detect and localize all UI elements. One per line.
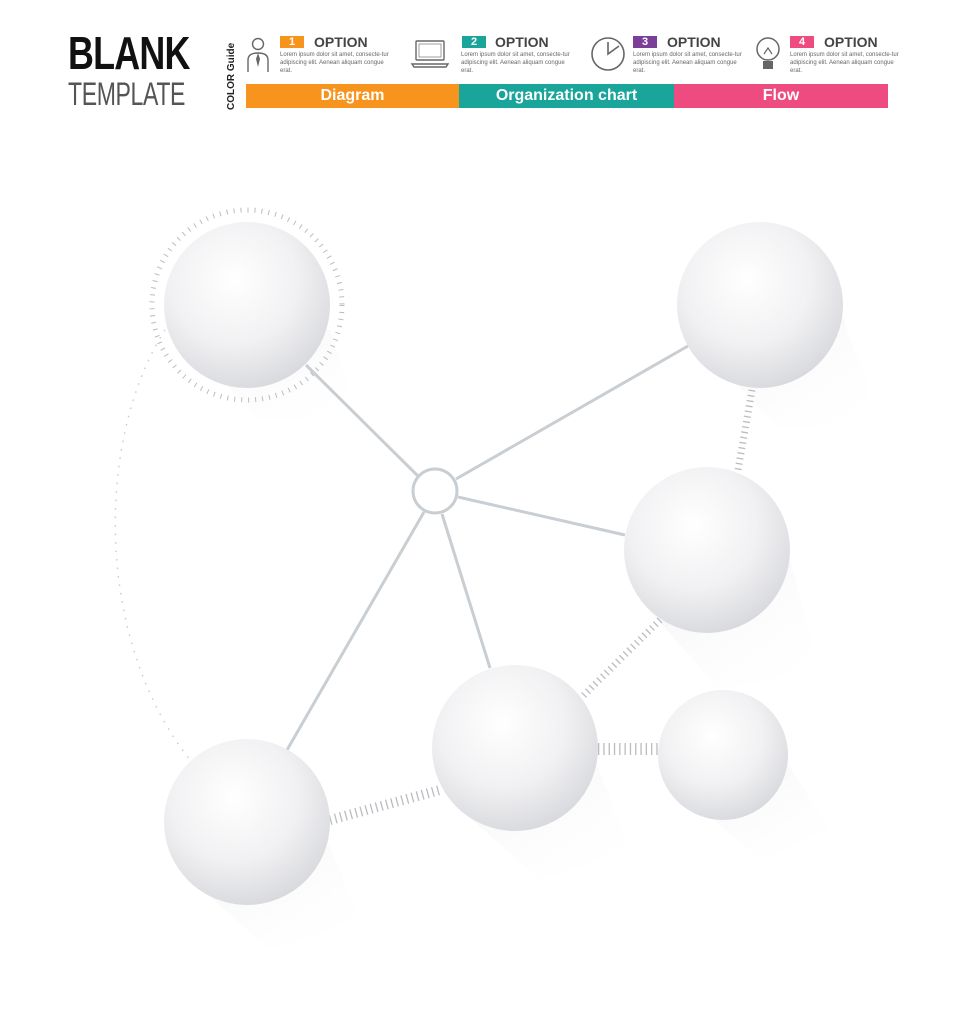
option-1-number: 1 bbox=[280, 36, 304, 48]
clock-icon bbox=[591, 37, 625, 71]
title-block: BLANK TEMPLATE bbox=[68, 30, 190, 110]
sphere-bottom-center bbox=[432, 665, 598, 831]
option-3-description: Lorem ipsum dolor sit amet, consecte-tur… bbox=[633, 52, 742, 74]
option-2-description: Lorem ipsum dolor sit amet, consecte-tur… bbox=[461, 52, 570, 74]
laptop-icon bbox=[410, 40, 450, 68]
tick-connector bbox=[579, 617, 663, 700]
tick-connector bbox=[734, 389, 756, 471]
option-4-number: 4 bbox=[790, 36, 814, 48]
tick-ring bbox=[149, 207, 345, 403]
connector-line bbox=[440, 513, 492, 669]
dashed-arc bbox=[114, 329, 191, 761]
option-2: 2 OPTION Lorem ipsum dolor sit amet, con… bbox=[410, 32, 570, 76]
option-1-title: OPTION bbox=[314, 34, 368, 50]
sphere-middle-right bbox=[624, 467, 790, 633]
option-2-number: 2 bbox=[462, 36, 486, 48]
option-4-description: Lorem ipsum dolor sit amet, consecte-tur… bbox=[790, 52, 899, 74]
connector-line bbox=[304, 363, 423, 481]
sphere-bottom-left bbox=[164, 739, 330, 905]
sphere-top-left bbox=[164, 222, 330, 388]
option-3-title: OPTION bbox=[667, 34, 721, 50]
sphere-bottom-right bbox=[658, 690, 788, 820]
category-flow: Flow bbox=[674, 84, 888, 108]
hub-node bbox=[411, 467, 459, 515]
lightbulb-icon bbox=[756, 37, 780, 69]
category-organization-chart: Organization chart bbox=[459, 84, 674, 108]
option-4-title: OPTION bbox=[824, 34, 878, 50]
option-2-title: OPTION bbox=[495, 34, 549, 50]
connector-line bbox=[285, 511, 426, 751]
connector-line bbox=[457, 495, 626, 537]
option-4: 4 OPTION Lorem ipsum dolor sit amet, con… bbox=[752, 32, 912, 76]
sphere-top-right bbox=[677, 222, 843, 388]
category-diagram: Diagram bbox=[246, 84, 459, 108]
option-1: 1 OPTION Lorem ipsum dolor sit amet, con… bbox=[244, 32, 404, 76]
option-3: 3 OPTION Lorem ipsum dolor sit amet, con… bbox=[589, 32, 749, 76]
tick-connector bbox=[328, 785, 442, 825]
option-1-description: Lorem ipsum dolor sit amet, consecte-tur… bbox=[280, 52, 389, 74]
connector-line bbox=[455, 344, 689, 481]
businessman-icon bbox=[247, 37, 269, 72]
option-3-number: 3 bbox=[633, 36, 657, 48]
